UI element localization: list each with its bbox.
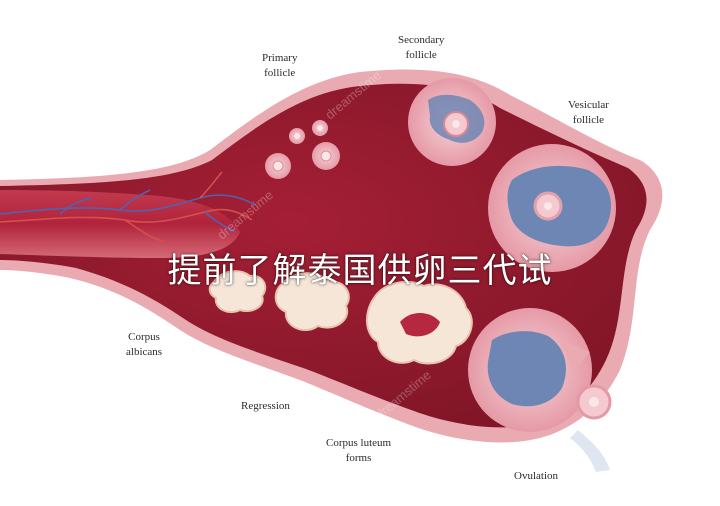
vesicular-follicle	[488, 144, 616, 272]
label-ovulation: Ovulation	[514, 470, 558, 482]
overlay-title: 提前了解泰国供卵三代试	[167, 251, 553, 291]
label-regression: Regression	[241, 400, 290, 412]
blood-vessels	[0, 171, 256, 243]
secondary-follicle	[408, 78, 496, 166]
corpus-albicans-scars	[208, 270, 350, 331]
corpus-luteum	[366, 281, 473, 365]
primary-follicles	[265, 120, 340, 179]
ovulating-follicle	[468, 308, 612, 472]
ovarian-ligament	[0, 190, 240, 258]
